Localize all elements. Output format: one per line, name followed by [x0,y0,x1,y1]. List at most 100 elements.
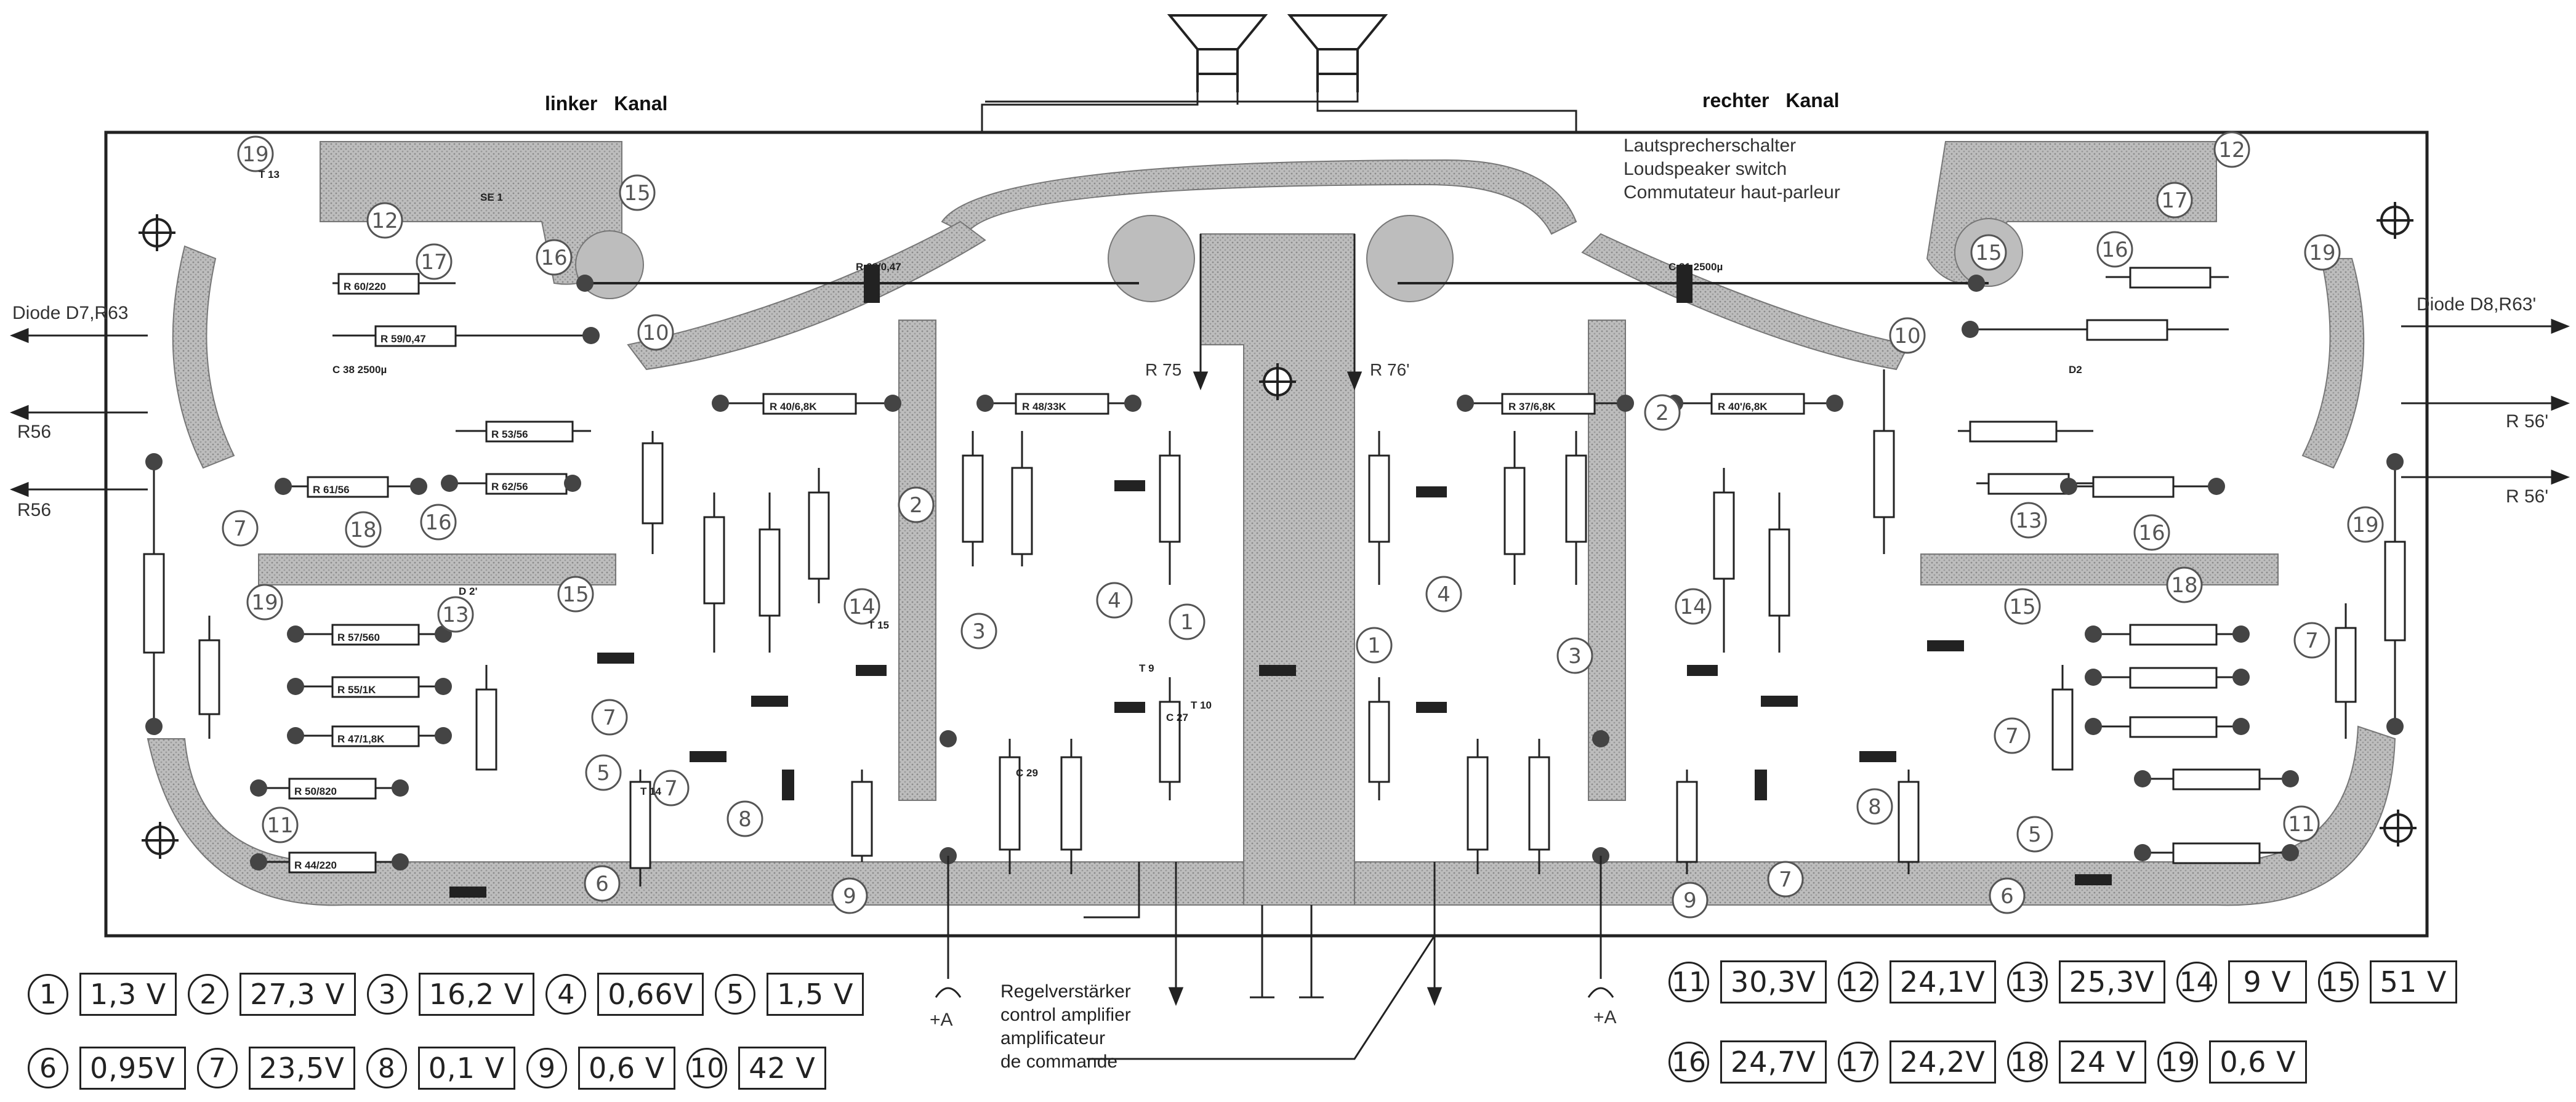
right-channel-title: rechter Kanal [1702,89,1840,111]
component-label: C 38 2500µ [332,364,387,376]
svg-text:17: 17 [2161,188,2188,213]
svg-text:11: 11 [267,813,293,838]
svg-text:1: 1 [1367,633,1381,658]
legend-marker-6: 6 [28,1048,68,1088]
legend-marker-18: 18 [2006,1042,2048,1082]
svg-text:13: 13 [442,603,469,627]
svg-text:5: 5 [2028,822,2042,847]
legend-value-6: 0,95V [79,1047,186,1090]
legend-marker-1: 1 [28,974,68,1015]
legend-value-7: 23,5V [248,1047,355,1090]
component-label: R 59/0,47 [380,333,426,345]
svg-text:4: 4 [1437,582,1451,607]
legend-value-17: 24,2V [1889,1040,1996,1084]
voltage-legend-row-4: 16 24,7V 17 24,2V 18 24 V 19 0,6 V [1668,1040,2307,1084]
svg-text:2: 2 [909,493,923,518]
svg-text:11: 11 [2288,812,2314,837]
legend-value-19: 0,6 V [2209,1040,2307,1084]
svg-text:7: 7 [664,776,678,801]
component-label: R 62/56 [491,481,528,493]
legend-value-13: 25,3V [2058,960,2165,1003]
svg-text:12: 12 [371,209,398,233]
component-label: T 9 [1139,662,1154,674]
loudspeaker-right-icon [1287,14,1388,92]
svg-text:16: 16 [2138,521,2165,545]
legend-value-11: 30,3V [1720,960,1827,1003]
legend-marker-11: 11 [1668,962,1709,1002]
svg-text:7: 7 [233,517,247,541]
legend-value-2: 27,3 V [239,973,356,1016]
svg-text:9: 9 [843,884,856,909]
component-label: SE 1 [480,191,503,203]
component-label: R 57/560 [337,632,380,643]
legend-marker-19: 19 [2157,1042,2199,1082]
edge-label-diode-d7: Diode D7,R63 [12,303,129,323]
svg-text:7: 7 [2005,724,2019,749]
r76-label: R 76' [1370,360,1410,379]
control-amp-de: Regelverstärker [1000,981,1131,1002]
component-label: T 15 [868,619,890,631]
component-label: R 40'/6,8K [1718,401,1768,412]
svg-text:19: 19 [2352,513,2378,537]
loudspeaker-left-icon [1167,14,1268,92]
legend-marker-8: 8 [366,1048,407,1088]
svg-text:15: 15 [562,582,589,607]
supply-label-left: +A [930,1010,953,1030]
svg-text:4: 4 [1108,589,1121,613]
component-label: R 48/33K [1022,401,1066,412]
legend-marker-14: 14 [2176,962,2217,1002]
svg-text:17: 17 [421,250,447,275]
legend-marker-7: 7 [196,1048,238,1088]
svg-text:15: 15 [2009,595,2035,619]
svg-text:13: 13 [2015,509,2042,533]
component-label: R 47/1,8K [337,733,385,745]
legend-value-14: 9 V [2228,960,2307,1003]
legend-marker-5: 5 [715,974,756,1015]
r75-label: R 75 [1145,360,1182,379]
component-label: C 29 [1016,767,1038,779]
legend-marker-15: 15 [2317,962,2359,1002]
legend-value-1: 1,3 V [79,973,177,1016]
speaker-switch-label: Lautsprecherschalter Loudspeaker switch … [1624,134,1840,204]
legend-value-16: 24,7V [1720,1040,1827,1084]
svg-text:16: 16 [541,246,567,270]
control-amplifier-label: Regelverstärker control amplifier amplif… [1000,980,1131,1074]
component-label: R 40/6,8K [770,401,817,412]
component-label: C 27 [1166,712,1188,723]
legend-marker-17: 17 [1837,1042,1878,1082]
legend-marker-3: 3 [366,974,408,1015]
edge-label-r56-b: R56 [17,500,52,520]
svg-text:8: 8 [738,807,752,832]
legend-value-3: 16,2 V [418,973,535,1016]
legend-value-9: 0,6 V [578,1047,676,1090]
legend-marker-2: 2 [188,974,229,1015]
svg-text:18: 18 [350,518,376,542]
svg-text:19: 19 [2309,241,2335,265]
component-label: T 14 [640,786,662,797]
svg-text:16: 16 [425,510,451,535]
voltage-legend-row-1: 1 1,3 V 2 27,3 V 3 16,2 V 4 0,66V 5 1,5 … [28,973,864,1016]
svg-text:16: 16 [2101,238,2128,262]
component-label: R 37/6,8K [1508,401,1556,412]
component-label: R 63/0,47 [856,261,901,273]
svg-text:2: 2 [1656,401,1669,425]
svg-text:8: 8 [1868,795,1882,819]
svg-text:7: 7 [603,706,616,730]
edge-label-r56p-b: R 56' [2506,486,2549,507]
edge-label-r56-a: R56 [17,422,52,442]
legend-value-12: 24,1V [1889,960,1996,1003]
component-label: T 10 [1191,699,1212,711]
svg-text:1: 1 [1180,610,1194,635]
legend-marker-10: 10 [686,1048,728,1088]
legend-value-10: 42 V [738,1047,826,1090]
speaker-switch-en: Loudspeaker switch [1624,159,1787,179]
voltage-legend-row-2: 6 0,95V 7 23,5V 8 0,1 V 9 0,6 V 10 42 V [28,1047,826,1090]
svg-text:3: 3 [1568,644,1582,669]
legend-value-5: 1,5 V [767,973,864,1016]
voltage-legend-row-3: 11 30,3V 12 24,1V 13 25,3V 14 9 V 15 51 … [1668,960,2458,1003]
component-label: R 50/820 [294,786,337,797]
component-label: D2 [2069,364,2082,376]
component-label: D 2' [459,585,478,597]
legend-marker-9: 9 [526,1048,568,1088]
legend-value-4: 0,66V [597,973,704,1016]
